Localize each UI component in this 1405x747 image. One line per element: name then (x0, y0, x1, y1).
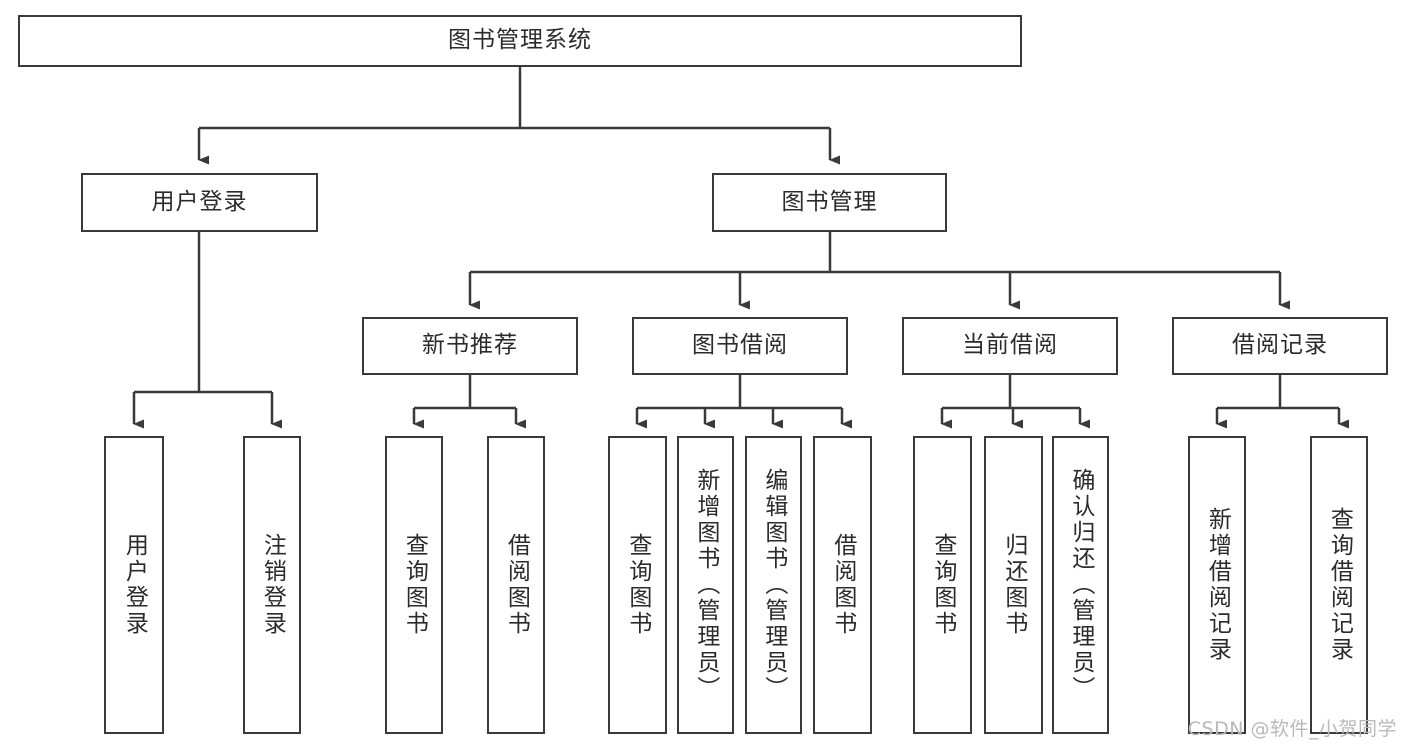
leaf-query-book-3-label: 查询图书 (929, 533, 956, 637)
leaf-edit-book-label: 编辑图书（管理员） (760, 468, 787, 702)
leaf-query-book-2[interactable]: 查询图书 (608, 436, 667, 734)
leaf-add-book-label: 新增图书（管理员） (692, 468, 719, 702)
leaf-edit-book[interactable]: 编辑图书（管理员） (745, 436, 802, 734)
leaf-query-record-label: 查询借阅记录 (1326, 507, 1353, 663)
node-book-manage-label: 图书管理 (781, 188, 878, 215)
leaf-borrow-book-1-label: 借阅图书 (503, 533, 530, 637)
leaf-query-book-3[interactable]: 查询图书 (913, 436, 972, 734)
leaf-borrow-book-2[interactable]: 借阅图书 (813, 436, 872, 734)
leaf-query-book-2-label: 查询图书 (624, 533, 651, 637)
node-book-borrow[interactable]: 图书借阅 (632, 317, 848, 375)
leaf-logout[interactable]: 注销登录 (243, 436, 301, 734)
node-new-book-recommend-label: 新书推荐 (422, 332, 518, 359)
node-user-login[interactable]: 用户登录 (81, 173, 318, 232)
leaf-confirm-return[interactable]: 确认归还（管理员） (1052, 436, 1109, 734)
leaf-add-record-label: 新增借阅记录 (1204, 507, 1231, 663)
leaf-return-book[interactable]: 归还图书 (984, 436, 1043, 734)
leaf-borrow-book-1[interactable]: 借阅图书 (487, 436, 545, 734)
node-book-borrow-label: 图书借阅 (692, 332, 788, 359)
node-borrow-record-label: 借阅记录 (1232, 332, 1328, 359)
leaf-query-book-1[interactable]: 查询图书 (385, 436, 443, 734)
leaf-user-login[interactable]: 用户登录 (104, 436, 164, 734)
leaf-query-record[interactable]: 查询借阅记录 (1310, 436, 1368, 734)
node-new-book-recommend[interactable]: 新书推荐 (362, 317, 578, 375)
csdn-watermark: CSDN @软件_小贺同学 (1187, 718, 1397, 740)
leaf-add-record[interactable]: 新增借阅记录 (1188, 436, 1246, 734)
node-borrow-record[interactable]: 借阅记录 (1172, 317, 1388, 375)
node-current-borrow-label: 当前借阅 (962, 332, 1058, 359)
leaf-add-book[interactable]: 新增图书（管理员） (677, 436, 734, 734)
node-current-borrow[interactable]: 当前借阅 (902, 317, 1118, 375)
leaf-confirm-return-label: 确认归还（管理员） (1067, 468, 1094, 702)
node-root[interactable]: 图书管理系统 (18, 15, 1022, 67)
leaf-logout-label: 注销登录 (259, 533, 286, 637)
node-book-manage[interactable]: 图书管理 (712, 173, 947, 232)
node-root-label: 图书管理系统 (448, 27, 592, 54)
leaf-query-book-1-label: 查询图书 (401, 533, 428, 637)
leaf-borrow-book-2-label: 借阅图书 (829, 533, 856, 637)
node-user-login-label: 用户登录 (151, 188, 248, 215)
leaf-user-login-label: 用户登录 (121, 533, 148, 637)
leaf-return-book-label: 归还图书 (1000, 533, 1027, 637)
